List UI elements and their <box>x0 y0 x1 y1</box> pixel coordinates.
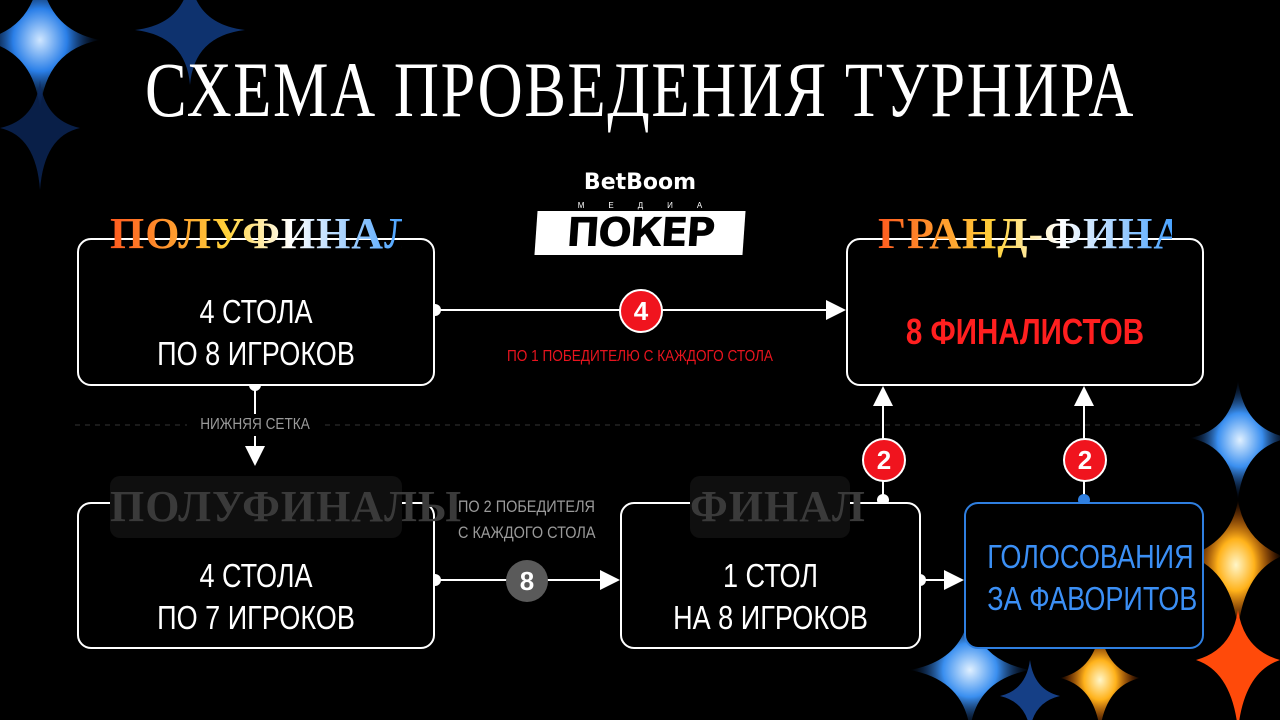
voting-box: ГОЛОСОВАНИЯ ЗА ФАВОРИТОВ <box>964 502 1204 649</box>
upper-semifinal-line2: ПО 8 ИГРОКОВ <box>157 335 355 372</box>
grand-final-box: 8 ФИНАЛИСТОВ <box>846 238 1204 386</box>
upper-link-count-badge: 4 <box>619 289 663 333</box>
logo-brand-text: BetBoom <box>583 170 697 195</box>
upper-semifinal-label: ПОЛУФИНАЛЫ <box>110 203 461 265</box>
voting-to-grand-final-badge: 2 <box>1063 438 1107 482</box>
voting-line1: ГОЛОСОВАНИЯ <box>987 538 1194 575</box>
upper-semifinal-box: 4 СТОЛА ПО 8 ИГРОКОВ <box>77 238 435 386</box>
lower-link-caption-line1: ПО 2 ПОБЕДИТЕЛЯ <box>458 497 595 516</box>
lower-link-count-badge: 8 <box>506 560 548 602</box>
sparkle-decoration-top-left <box>0 0 100 190</box>
lower-semifinal-line1: 4 СТОЛА <box>199 557 313 594</box>
lower-bracket-caption: НИЖНЯЯ СЕТКА <box>187 414 323 436</box>
logo-subtitle-text: МЕДИА <box>577 201 727 210</box>
lower-link-caption-line2: С КАЖДОГО СТОЛА <box>458 523 596 542</box>
voting-line2: ЗА ФАВОРИТОВ <box>987 580 1198 617</box>
grand-final-text: 8 ФИНАЛИСТОВ <box>905 311 1145 352</box>
grand-final-label: ГРАНД-ФИНАЛ <box>878 203 1219 265</box>
upper-semifinal-line1: 4 СТОЛА <box>199 293 313 330</box>
lower-semifinal-label: ПОЛУФИНАЛЫ <box>110 476 461 538</box>
page-title: СХЕМА ПРОВЕДЕНИЯ ТУРНИРА <box>145 46 1135 133</box>
upper-link-caption: ПО 1 ПОБЕДИТЕЛЮ С КАЖДОГО СТОЛА <box>506 348 774 365</box>
sparkle-decoration-bottom-right <box>910 380 1280 720</box>
lower-semifinal-line2: ПО 7 ИГРОКОВ <box>157 599 355 636</box>
final-to-grand-final-badge: 2 <box>862 438 906 482</box>
final-line1: 1 СТОЛ <box>722 557 819 594</box>
final-line2: НА 8 ИГРОКОВ <box>673 599 868 636</box>
final-label: ФИНАЛ <box>690 476 865 538</box>
betboom-media-poker-logo: BetBoom МЕДИА ПОКЕР <box>532 170 748 262</box>
sparkle-decoration-top-mid <box>135 0 245 85</box>
